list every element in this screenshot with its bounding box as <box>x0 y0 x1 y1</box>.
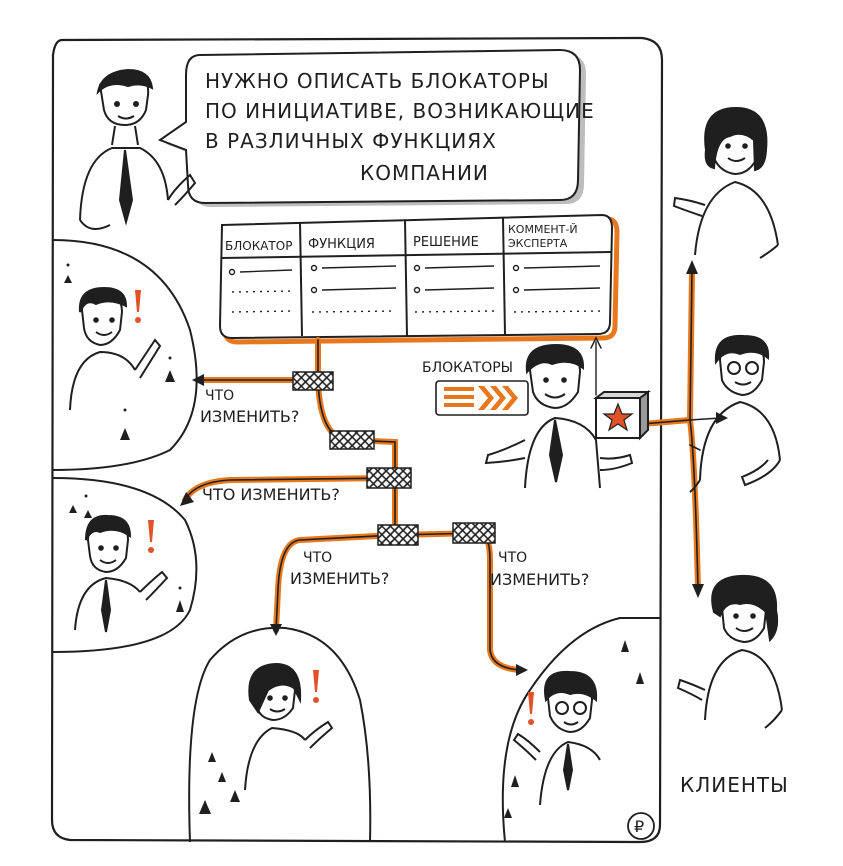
employee-4-figure <box>512 670 601 806</box>
speech-line-3: В РАЗЛИЧНЫХ ФУНКЦИЯХ <box>205 129 497 153</box>
client-3-figure <box>676 574 783 729</box>
table-rows-scribble <box>228 264 601 313</box>
table-header-function: ФУНКЦИЯ <box>308 237 375 252</box>
blockers-chevron-box <box>435 380 529 416</box>
currency-symbol: ₽ <box>634 817 644 836</box>
question-1-line-2: ИЗМЕНИТЬ? <box>200 407 299 426</box>
presenter-man-figure <box>484 343 651 489</box>
client-1-figure <box>672 106 779 259</box>
table-header-expert: ЭКСПЕРТА <box>508 237 568 250</box>
speech-line-4: КОМПАНИИ <box>360 161 489 185</box>
speech-line-1: НУЖНО ОПИСАТЬ БЛОКАТОРЫ <box>205 69 550 93</box>
question-4-line-1: ЧТО <box>498 550 527 566</box>
employee-3-figure <box>244 662 334 791</box>
employee-figures <box>69 286 601 806</box>
blockers-label: БЛОКАТОРЫ <box>422 360 513 376</box>
client-2-figure <box>689 334 781 493</box>
currency-badge: ₽ <box>627 812 655 840</box>
employee-2-figure <box>74 514 169 633</box>
question-3-line-2: ИЗМЕНИТЬ? <box>290 569 389 588</box>
question-3-line-1: ЧТО <box>303 550 332 566</box>
small-trees <box>64 263 644 818</box>
department-domes <box>52 239 660 843</box>
speech-bubble <box>157 48 582 205</box>
speech-line-2: ПО ИНИЦИАТИВЕ, ВОЗНИКАЮЩИЕ <box>205 99 595 123</box>
client-figures <box>672 106 783 729</box>
question-1-line-1: ЧТО <box>205 388 234 404</box>
table-header-comment: КОММЕНТ-Й <box>508 223 578 236</box>
speaker-man-figure <box>79 68 197 230</box>
blockers-table: БЛОКАТОР ФУНКЦИЯ РЕШЕНИЕ КОММЕНТ-Й ЭКСПЕ… <box>218 213 620 345</box>
clients-label: КЛИЕНТЫ <box>680 773 789 797</box>
board-frame <box>50 36 664 844</box>
table-header-blocker: БЛОКАТОР <box>225 239 292 253</box>
question-4-line-2: ИЗМЕНИТЬ? <box>490 570 589 589</box>
question-2: ЧТО ИЗМЕНИТЬ? <box>202 485 340 504</box>
employee-1-figure <box>69 286 162 411</box>
pipe-blockers <box>292 371 496 546</box>
table-header-solution: РЕШЕНИЕ <box>413 235 479 250</box>
exclamation-marks <box>135 290 534 725</box>
